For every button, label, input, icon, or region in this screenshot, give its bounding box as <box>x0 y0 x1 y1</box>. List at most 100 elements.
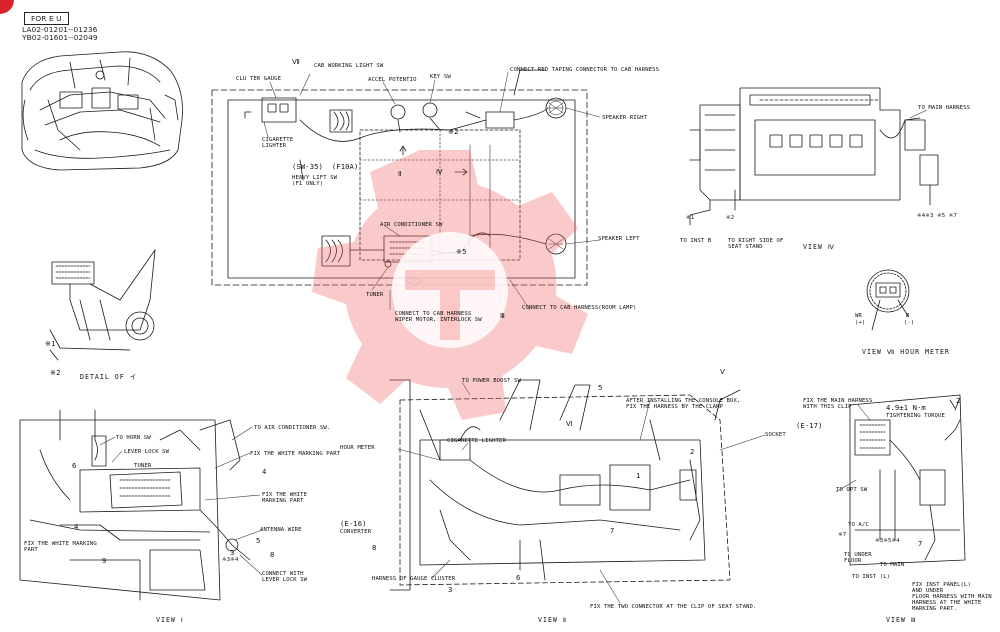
marks-view-i: ※3※4 <box>222 557 239 563</box>
label-speaker-right: SPEAKER RIGHT <box>602 115 648 121</box>
view-iv-drawing <box>689 87 939 226</box>
label-fix-inst-1: FIX INST PANEL(L) <box>912 582 971 588</box>
label-fix-white-marking-2b: MARKING PART <box>262 498 304 504</box>
label-cigarette-lighter-mid: CIGARETTE LIGHTER <box>447 438 506 444</box>
label-cluster-gauge: CLU TER GAUGE <box>236 76 282 82</box>
label-connect-lever-1: CONNECT WITH <box>262 571 304 577</box>
view-iii-drawing <box>849 394 966 566</box>
region-badge: FOR E U <box>24 12 69 25</box>
hour-meter-drawing <box>866 269 910 331</box>
label-to-main: TO MAIN <box>880 562 905 568</box>
label-to-air-conditioner-sw: TO AIR CONDITIONER SW. <box>254 425 331 431</box>
callout-5: 5 <box>256 536 261 545</box>
marks-view-iv: ※4※3 ※5 ※7 <box>917 213 957 219</box>
label-antenna-wire: ANTENNA WIRE <box>260 527 302 533</box>
label-hour-meter: HOUR METER <box>340 445 375 451</box>
label-connect-cab-wiper-1: CONNECT TO CAB HARNESS <box>395 311 472 317</box>
label-wr: WR <box>855 313 862 319</box>
roman-iii-marker: Ⅲ <box>500 311 506 320</box>
label-to-right-side-1: TO RIGHT SIDE OF <box>728 238 784 244</box>
callout-6: 6 <box>72 461 77 470</box>
label-to-under-floor-1: TO UNDER <box>844 552 872 558</box>
callout-m3: 3 <box>448 585 453 594</box>
label-b: B <box>906 313 910 319</box>
caption-view-ii: VIEW Ⅱ <box>538 616 568 624</box>
label-harness-gauge-cluster: HARNESS OF GAUGE CLUSTER <box>372 576 456 582</box>
isometric-cab-view <box>21 51 183 171</box>
main-panel-plan <box>211 69 588 301</box>
label-fix-white-left-2: PART <box>24 547 38 553</box>
callout-9: 9 <box>102 556 107 565</box>
caption-view-i: VIEW Ⅰ <box>156 616 184 624</box>
label-to-horn-sw: TO HORN SW <box>116 435 151 441</box>
label-tuner-left: TUNER <box>134 463 152 469</box>
callout-4b: 4 <box>74 522 79 531</box>
roman-ii-marker: Ⅱ <box>398 169 402 178</box>
roman-iv-marker: Ⅳ <box>436 167 443 176</box>
label-speaker-left: SPEAKER LEFT <box>598 236 640 242</box>
mark-2-view-iv: ※2 <box>726 215 735 221</box>
label-fix-two-connector: FIX THE TWO CONNECTOR AT THE CLIP OF SEA… <box>590 604 757 610</box>
serial-range-1: LA02-01201--01236 <box>22 25 98 34</box>
caption-view-vii: VIEW Ⅶ HOUR METER <box>862 348 950 356</box>
label-heavy-lift-sw-1: HEAVY LIFT SW <box>292 175 338 181</box>
callout-r2: 2 <box>956 396 961 405</box>
label-fix-inst-3: FLOOR HARNESS WITH MAIN <box>912 594 992 600</box>
marks-view-iii: ※3※5※4 <box>875 538 900 544</box>
label-fix-white-marking-1: FIX THE WHITE MARKING PART <box>250 451 341 457</box>
label-connect-room-lamp: CONNECT TO CAB HARNESS(ROOM LAMP) <box>522 305 637 311</box>
mark-2-top: ※2 <box>448 127 459 136</box>
roman-v-marker: Ⅴ <box>720 367 726 376</box>
mark-2-detail: ※2 <box>50 368 61 377</box>
label-to-inst-b: TO INST B <box>680 238 712 244</box>
roman-vii-marker: Ⅶ <box>292 57 301 66</box>
mark-5-top: ※5 <box>456 247 467 256</box>
view-i-drawing <box>19 409 251 601</box>
label-cigarette-lighter-top-2: LIGHTER <box>262 143 287 149</box>
label-connect-lever-2: LEVER LOCK SW <box>262 577 308 583</box>
roman-vi-marker: Ⅵ <box>566 419 573 428</box>
label-fix-white-left-1: FIX THE WHITE MARKING <box>24 541 97 547</box>
label-sw-35: (SW-35) (F10A) <box>292 162 359 171</box>
mark-1-view-iv: ※1 <box>686 215 695 221</box>
callout-r7: 7 <box>918 539 923 548</box>
callout-m2: 2 <box>690 447 695 456</box>
label-to-opt-sw: TO OPT SW <box>836 487 868 493</box>
label-lever-lock-sw: LEVER LOCK SW <box>124 449 170 455</box>
label-fix-white-marking-2a: FIX THE WHITE <box>262 492 308 498</box>
label-e16-1: (E-16) <box>340 519 367 528</box>
label-heavy-lift-sw-2: (F1 ONLY) <box>292 181 324 187</box>
callout-m6: 6 <box>516 573 521 582</box>
mark-1-detail: ※1 <box>45 339 56 348</box>
label-connect-cab-wiper-2: WIPER MOTOR, INTERLOCK SW <box>395 317 482 323</box>
label-fix-inst-2: AND UNDER <box>912 588 944 594</box>
view-ii-drawing <box>389 379 741 591</box>
label-tuner-top: TUNER <box>366 292 384 298</box>
label-air-conditioner-sw: AIR CONDITIONER SW <box>380 222 443 228</box>
label-after-installing-2: FIX THE HARNESS BY THE CLAMP <box>626 404 724 410</box>
label-connect-red-taping: CONNECT RED TAPING CONNECTOR TO CAB HARN… <box>510 67 660 73</box>
label-torque-1: 4.9±1 N·m <box>886 403 926 412</box>
label-cab-working-light-sw: CAB WORKING LIGHT SW <box>314 63 384 69</box>
callout-m5: 5 <box>598 383 603 392</box>
callout-m7: 7 <box>610 526 615 535</box>
callout-3: 3 <box>230 548 235 557</box>
label-socket: SOCKET <box>765 432 786 438</box>
detail-drawing <box>49 249 156 361</box>
label-to-power-boost-sw: TO POWER BOOST SW <box>462 378 521 384</box>
label-e16-2: CONVERTER <box>340 529 372 535</box>
label-torque-2: TIGHTENING TORQUE <box>886 413 945 419</box>
caption-detail: DETAIL OF イ <box>80 373 138 381</box>
label-fix-inst-4: HARNESS AT THE WHITE <box>912 600 982 606</box>
label-to-under-floor-2: FLOOR <box>844 558 862 564</box>
label-to-main-harness: TO MAIN HARNESS <box>918 105 971 111</box>
mark-7-right: ※7 <box>838 532 847 538</box>
callout-m1: 1 <box>636 471 641 480</box>
caption-view-iv: VIEW Ⅳ <box>803 243 835 251</box>
caption-view-iii: VIEW Ⅲ <box>886 616 917 624</box>
label-fix-inst-5: MARKING PART. <box>912 606 958 612</box>
leader-lines <box>99 71 928 604</box>
label-to-right-side-2: SEAT STAND <box>728 244 763 250</box>
label-accel-potentio: ACCEL POTENTIO <box>368 77 417 83</box>
